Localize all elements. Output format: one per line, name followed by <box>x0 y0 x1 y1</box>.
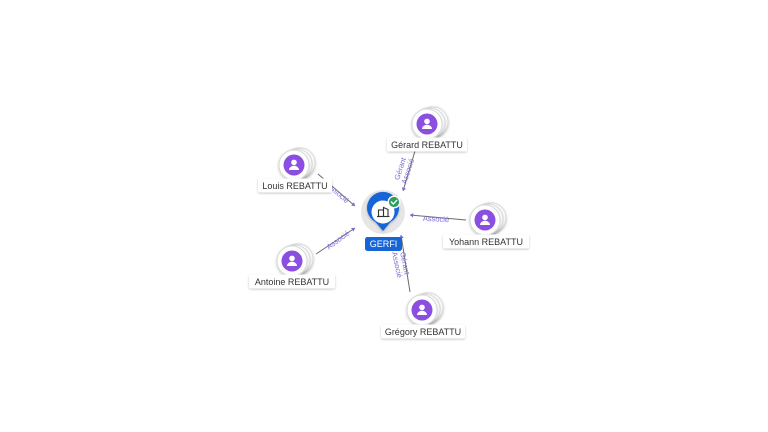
edge-line <box>400 234 411 293</box>
edge-relation: Associé <box>325 229 352 252</box>
check-badge-icon <box>387 195 401 209</box>
person-name: Gérard REBATTU <box>391 140 463 150</box>
person-node-louis[interactable]: Louis REBATTU <box>258 147 332 193</box>
company-label-box <box>365 237 402 251</box>
person-node-antoine[interactable]: Antoine REBATTU <box>249 243 335 289</box>
edge-relation: Associé <box>423 214 450 224</box>
edge-arrow <box>410 213 414 218</box>
person-label-box <box>258 178 332 193</box>
person-icon <box>417 304 427 315</box>
edge-arrow <box>351 202 355 206</box>
person-name: Yohann REBATTU <box>449 237 523 247</box>
edge-yohann: Associé <box>409 213 467 224</box>
person-icon <box>480 214 490 225</box>
person-icon <box>422 118 432 129</box>
edge-antoine: Associé <box>315 227 356 255</box>
edge-line <box>315 227 356 255</box>
person-label-box <box>249 274 335 289</box>
people-layer: Gérard REBATTU Louis REBATTU Yohann REBATT… <box>249 106 529 339</box>
edge-arrow <box>401 187 407 191</box>
person-name: Louis REBATTU <box>262 181 327 191</box>
edge-label: Associé <box>423 214 450 224</box>
person-icon <box>289 159 299 170</box>
building-icon <box>377 206 390 218</box>
person-node-yohann[interactable]: Yohann REBATTU <box>443 202 529 249</box>
edge-arrow <box>351 227 355 232</box>
edge-line <box>409 214 467 221</box>
person-node-gerard[interactable]: Gérard REBATTU <box>387 106 467 152</box>
person-label-box <box>443 234 529 249</box>
person-label-box <box>381 324 465 339</box>
person-icon <box>287 255 297 266</box>
person-label-box <box>387 137 467 152</box>
company-node[interactable]: GERFI <box>361 190 405 251</box>
person-name: Antoine REBATTU <box>255 277 329 287</box>
company-name: GERFI <box>370 239 398 249</box>
edge-label: GérantAssocié <box>390 249 412 278</box>
person-node-gregory[interactable]: Grégory REBATTU <box>381 292 465 339</box>
edge-label: GérantAssocié <box>392 155 416 185</box>
edge-label: Associé <box>325 229 352 252</box>
person-name: Grégory REBATTU <box>385 327 461 337</box>
